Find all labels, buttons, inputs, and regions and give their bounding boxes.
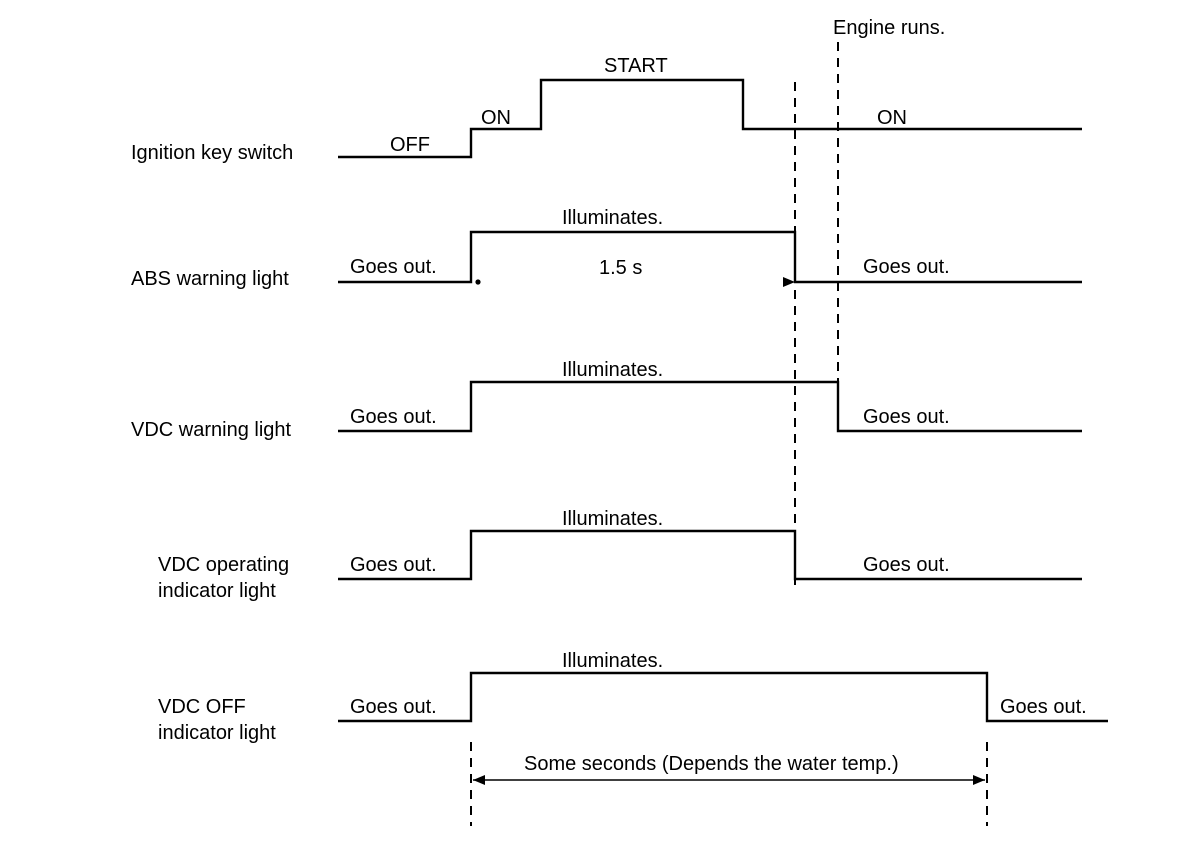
ignition-off-state: OFF — [390, 134, 430, 156]
abs-duration-start-dot — [475, 279, 481, 285]
vdc-operating-label-line2: indicator light — [158, 580, 276, 602]
vdc-operating-before-state: Goes out. — [350, 554, 437, 576]
vdc-operating-after-state: Goes out. — [863, 554, 950, 576]
vdc-operating-during-state: Illuminates. — [562, 508, 663, 530]
vdc-operating-label-line1: VDC operating — [158, 554, 289, 576]
vdc-off-label-line2: indicator light — [158, 722, 276, 744]
vdc-off-after-state: Goes out. — [1000, 696, 1087, 718]
vdc-warning-after-state: Goes out. — [863, 406, 950, 428]
vdc-off-duration-arrow-left — [473, 775, 485, 785]
vdc-off-duration-label: Some seconds (Depends the water temp.) — [524, 753, 899, 775]
ignition-signal-trace — [338, 78, 1082, 159]
row-vdc-warning-light: VDC warning light Goes out. Illuminates.… — [131, 359, 1082, 441]
abs-after-state: Goes out. — [863, 256, 950, 278]
vdc-operating-signal-trace — [338, 529, 1082, 581]
abs-duration-arrowhead — [783, 277, 795, 287]
vdc-warning-before-state: Goes out. — [350, 406, 437, 428]
ignition-on-state: ON — [481, 107, 511, 129]
abs-warning-signal-trace — [338, 230, 1082, 284]
vdc-off-during-state: Illuminates. — [562, 650, 663, 672]
vdc-warning-during-state: Illuminates. — [562, 359, 663, 381]
row-abs-warning-light: ABS warning light Goes out. Illuminates.… — [131, 207, 1082, 290]
abs-during-state: Illuminates. — [562, 207, 663, 229]
engine-runs-label: Engine runs. — [833, 17, 945, 39]
ignition-key-switch-label: Ignition key switch — [131, 142, 293, 164]
vdc-off-signal-trace — [338, 671, 1108, 723]
row-vdc-off-indicator-light: VDC OFF indicator light Goes out. Illumi… — [158, 650, 1108, 785]
vdc-off-before-state: Goes out. — [350, 696, 437, 718]
vdc-off-label-line1: VDC OFF — [158, 696, 246, 718]
vdc-warning-signal-trace — [338, 380, 1082, 433]
row-vdc-operating-indicator-light: VDC operating indicator light Goes out. … — [158, 508, 1082, 602]
abs-duration-label: 1.5 s — [599, 257, 642, 279]
ignition-start-state: START — [604, 55, 668, 77]
vdc-off-duration-arrow-right — [973, 775, 985, 785]
abs-before-state: Goes out. — [350, 256, 437, 278]
abs-warning-light-label: ABS warning light — [131, 268, 289, 290]
row-ignition-key-switch: Ignition key switch OFF ON START ON — [131, 55, 1082, 164]
ignition-on-state-second: ON — [877, 107, 907, 129]
vdc-warning-light-label: VDC warning light — [131, 419, 292, 441]
